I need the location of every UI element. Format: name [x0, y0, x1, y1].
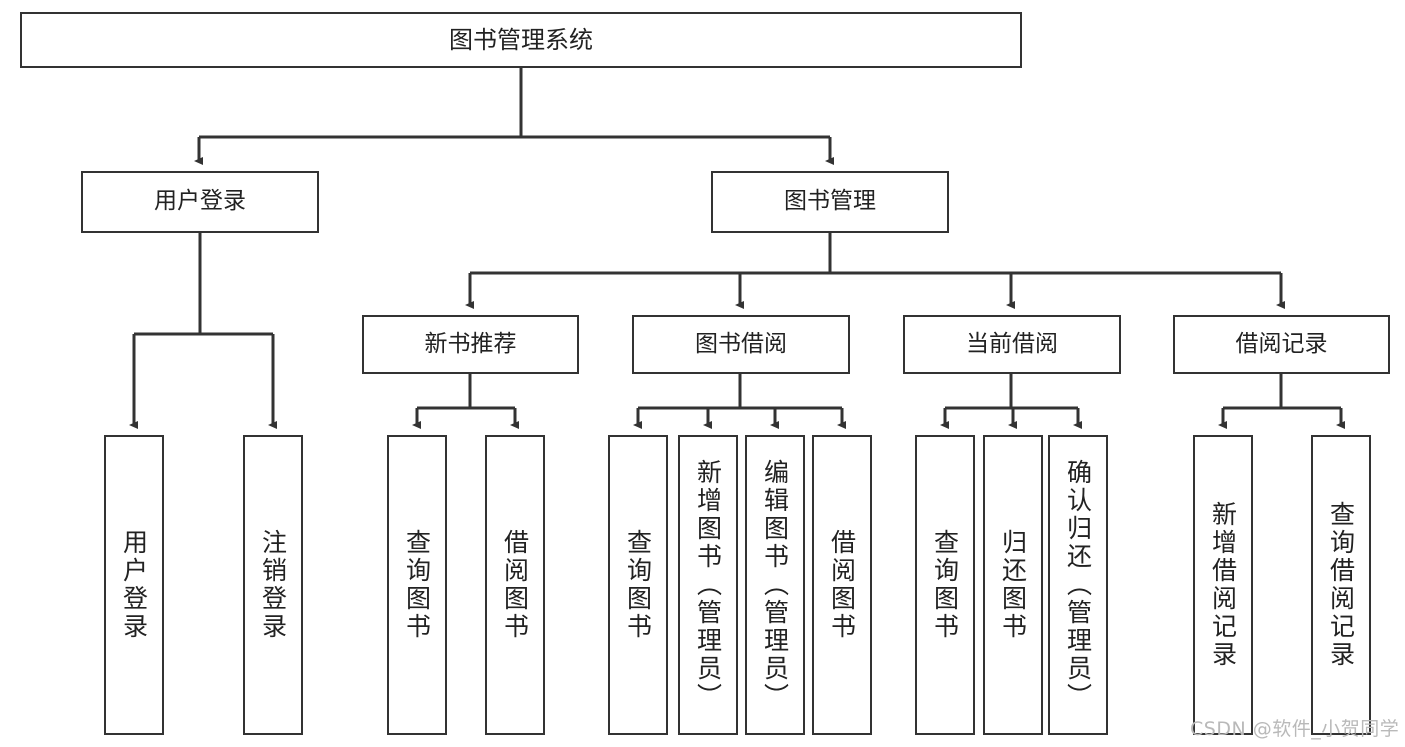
node-borrow-record-label: 借阅记录 — [1235, 330, 1328, 357]
leaf-confirm-return-label: 确认归还（管理员） — [1063, 459, 1093, 711]
leaf-borrow-book-1-label: 借阅图书 — [500, 529, 530, 641]
leaf-query-book-3-label: 查询图书 — [930, 529, 960, 641]
leaf-query-book-1-label: 查询图书 — [402, 529, 432, 641]
node-root[interactable]: 图书管理系统 — [20, 12, 1022, 68]
leaf-add-book-label: 新增图书（管理员） — [693, 459, 723, 711]
leaf-add-record-label: 新增借阅记录 — [1208, 501, 1238, 669]
leaf-return-book-label: 归还图书 — [998, 529, 1028, 641]
leaf-query-book-1[interactable]: 查询图书 — [387, 435, 447, 735]
leaf-confirm-return[interactable]: 确认归还（管理员） — [1048, 435, 1108, 735]
node-current-borrow-label: 当前借阅 — [966, 330, 1058, 357]
csdn-watermark: CSDN @软件_小贺同学 — [1190, 718, 1400, 740]
node-book-borrow-label: 图书借阅 — [695, 330, 787, 357]
leaf-borrow-book-2[interactable]: 借阅图书 — [812, 435, 872, 735]
leaf-query-book-2-label: 查询图书 — [623, 529, 653, 641]
leaf-edit-book-label: 编辑图书（管理员） — [760, 459, 790, 711]
node-book-manage[interactable]: 图书管理 — [711, 171, 949, 233]
leaf-user-login[interactable]: 用户登录 — [104, 435, 164, 735]
leaf-logout-label: 注销登录 — [258, 529, 288, 641]
node-root-label: 图书管理系统 — [449, 25, 593, 54]
leaf-add-book[interactable]: 新增图书（管理员） — [678, 435, 738, 735]
leaf-borrow-book-1[interactable]: 借阅图书 — [485, 435, 545, 735]
leaf-add-record[interactable]: 新增借阅记录 — [1193, 435, 1253, 735]
leaf-query-record[interactable]: 查询借阅记录 — [1311, 435, 1371, 735]
node-new-book-rec[interactable]: 新书推荐 — [362, 315, 579, 374]
leaf-borrow-book-2-label: 借阅图书 — [827, 529, 857, 641]
node-book-manage-label: 图书管理 — [784, 188, 876, 215]
node-user-login[interactable]: 用户登录 — [81, 171, 319, 233]
node-new-book-rec-label: 新书推荐 — [424, 330, 517, 357]
leaf-logout[interactable]: 注销登录 — [243, 435, 303, 735]
leaf-query-book-3[interactable]: 查询图书 — [915, 435, 975, 735]
node-current-borrow[interactable]: 当前借阅 — [903, 315, 1121, 374]
node-borrow-record[interactable]: 借阅记录 — [1173, 315, 1390, 374]
leaf-return-book[interactable]: 归还图书 — [983, 435, 1043, 735]
leaf-query-record-label: 查询借阅记录 — [1326, 501, 1356, 669]
node-user-login-label: 用户登录 — [154, 188, 246, 215]
leaf-edit-book[interactable]: 编辑图书（管理员） — [745, 435, 805, 735]
node-book-borrow[interactable]: 图书借阅 — [632, 315, 850, 374]
leaf-query-book-2[interactable]: 查询图书 — [608, 435, 668, 735]
leaf-user-login-label: 用户登录 — [119, 529, 149, 641]
